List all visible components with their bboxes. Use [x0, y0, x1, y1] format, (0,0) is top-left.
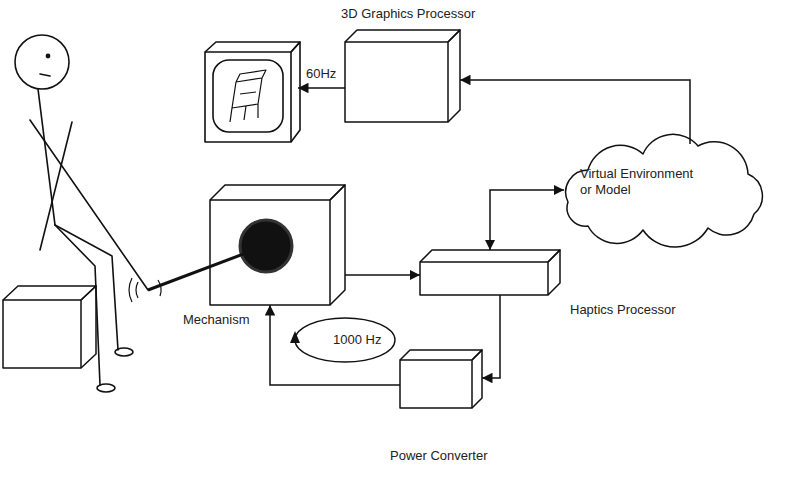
stool: [3, 286, 96, 368]
environment-cloud: Virtual Environment or Model: [548, 140, 765, 235]
stool-front: [3, 300, 81, 368]
servo-loop: [295, 318, 395, 362]
box-side: [448, 30, 460, 122]
box-top: [210, 185, 345, 200]
haptics-processor-box: Haptics Processor: [420, 250, 560, 295]
shape-outline: [420, 250, 560, 295]
mechanism-box: Mechanism: [210, 185, 345, 305]
figure-leg: [55, 225, 118, 350]
shape-outline: [345, 30, 460, 122]
shape-outline: [210, 185, 345, 305]
figure-head: [15, 35, 69, 89]
graphics-processor-box: 3D Graphics Processor: [345, 30, 460, 122]
figure-torso: [38, 89, 55, 225]
box-top: [420, 250, 560, 262]
box-top: [400, 350, 482, 360]
box-front: [400, 360, 472, 408]
shape-outline: [400, 350, 482, 408]
node-label: Mechanism: [183, 312, 318, 328]
monitor: [205, 42, 300, 142]
shape-outline: [566, 134, 763, 247]
box-front: [345, 42, 448, 122]
stool-side: [81, 286, 96, 368]
node-label: Haptics Processor: [570, 302, 710, 318]
box-side: [548, 250, 560, 295]
power-converter-box: Power Converter: [400, 350, 482, 408]
box-side: [330, 185, 345, 305]
box-front: [420, 262, 548, 295]
shape-outline: [210, 185, 345, 305]
chair-sketch: [230, 70, 266, 122]
node-label: Power Converter: [390, 448, 472, 464]
motion-marks: [129, 278, 161, 302]
monitor-front: [205, 52, 291, 142]
handle-rod: [148, 250, 254, 290]
box-side: [472, 350, 482, 408]
mechanism-blob: [240, 220, 292, 272]
figure-foot: [115, 348, 133, 356]
shape-outline: [420, 250, 560, 295]
frequency-label: 1000 Hz: [333, 332, 381, 348]
monitor-screen: [213, 60, 283, 132]
figure-leg: [55, 225, 100, 385]
figure-eye: [46, 54, 49, 57]
box-front: [210, 200, 330, 305]
connector-arrow: [460, 80, 690, 144]
figure-arm: [30, 120, 148, 290]
box-top: [345, 30, 460, 42]
shape-outline: [400, 350, 482, 408]
figure-mouth: [40, 74, 50, 76]
monitor-side: [291, 42, 300, 142]
stool-top: [3, 286, 96, 300]
cloud-outline: [566, 134, 763, 247]
connector-arrow: [270, 305, 400, 385]
figure-foot: [97, 384, 115, 392]
frequency-label: 60Hz: [306, 66, 336, 82]
connector-arrow: [345, 274, 420, 276]
monitor-top: [205, 42, 300, 52]
node-label: 3D Graphics Processor: [341, 6, 456, 22]
video-arrow: [298, 87, 345, 89]
connector-arrow: [482, 295, 500, 378]
loop-arrowhead: [290, 331, 300, 343]
shape-outline: [345, 30, 460, 122]
node-label: Virtual Environment or Model: [580, 166, 704, 198]
connector-arrow: [490, 190, 564, 250]
